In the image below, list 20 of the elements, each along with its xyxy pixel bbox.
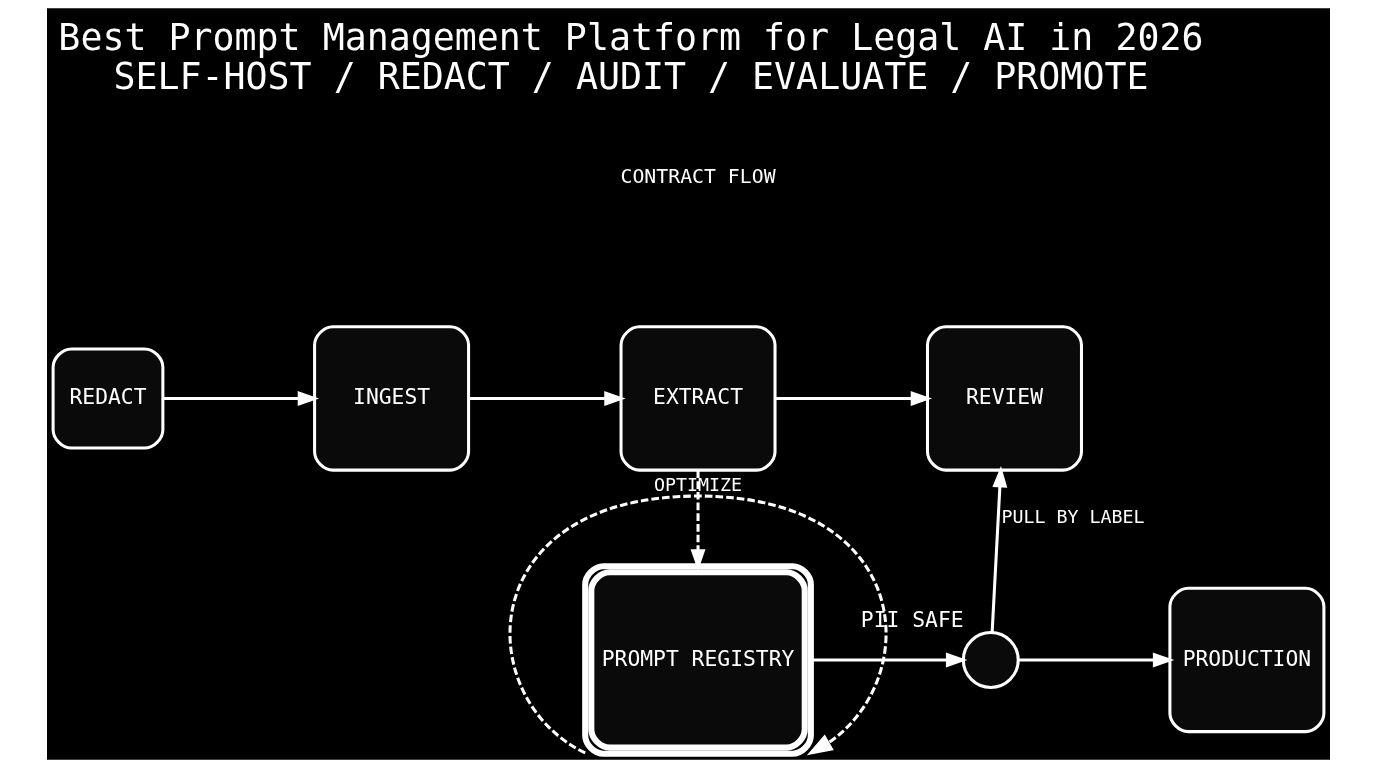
arrow (774, 391, 932, 406)
node-label: PII SAFE (860, 606, 964, 632)
arrow (162, 391, 319, 406)
arrow (508, 494, 887, 756)
arrow (468, 391, 626, 406)
label: CONTRACT FLOW (619, 164, 776, 188)
arrow (990, 466, 1007, 633)
arrow (690, 470, 706, 571)
arrow (1017, 652, 1174, 668)
node-box: REDACT (51, 347, 164, 450)
edge-label: PULL BY LABEL (1001, 505, 1145, 527)
node-box: REVIEW (925, 325, 1083, 472)
node-box: PRODUCTION (1167, 586, 1325, 734)
edge-label: OPTIMIZE (653, 473, 742, 495)
node-circle (961, 631, 1020, 689)
node-box: INGEST (312, 325, 470, 472)
diagram-title: Best Prompt Management Platform for Legal AI in 2026 (57, 15, 1204, 59)
node-box: PROMPT REGISTRY (581, 563, 814, 757)
arrow (810, 652, 967, 668)
node-box: EXTRACT (619, 325, 777, 472)
